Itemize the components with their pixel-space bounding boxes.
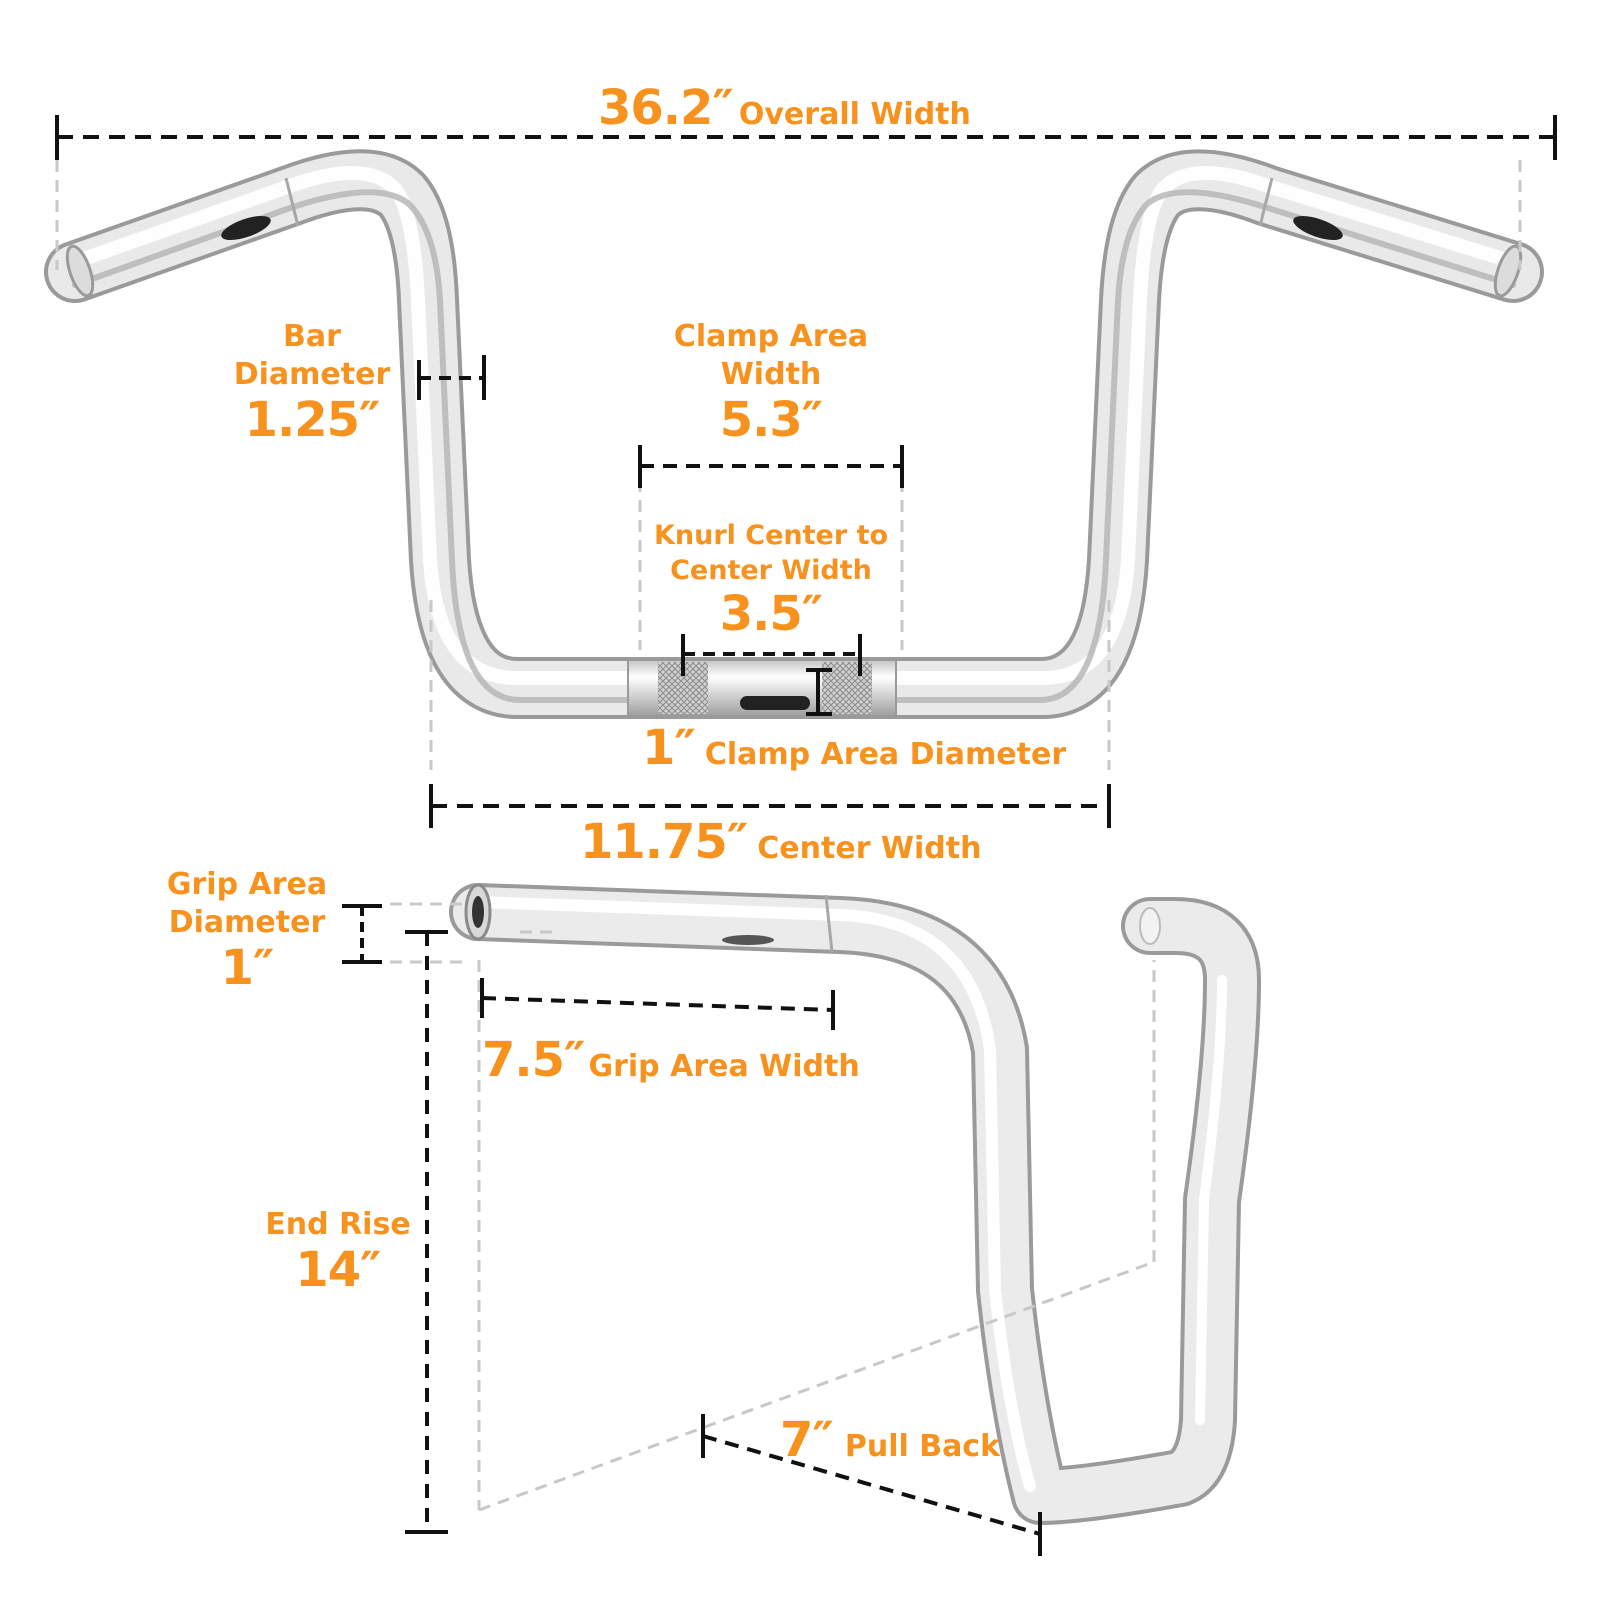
knurl-width-line2: Center Width: [670, 555, 872, 586]
grip-area-width-text: Grip Area Width: [588, 1049, 860, 1084]
grip-area-diameter-label: Grip Area Diameter 1″: [162, 867, 332, 996]
end-rise-line1: End Rise: [265, 1207, 411, 1242]
guide-lines: [55, 160, 1522, 1512]
overall-width-text: Overall Width: [738, 97, 971, 132]
overall-width-label: 36.2″ Overall Width: [598, 84, 971, 132]
grip-area-diameter-line2: Diameter: [168, 905, 326, 940]
knurl-width-value: 3.5″: [719, 586, 823, 642]
grip-area-diameter-value: 1″: [220, 940, 275, 996]
clamp-area-width-line1: Clamp Area: [673, 319, 869, 354]
knurl-width-line1: Knurl Center to: [653, 520, 889, 551]
clamp-area-diameter-text: Clamp Area Diameter: [704, 737, 1067, 772]
handlebar-front-view: [44, 149, 1544, 719]
clamp-area-diameter-value: 1″: [642, 720, 696, 776]
bar-diameter-label: Bar Diameter 1.25″: [232, 319, 392, 448]
end-rise-label: End Rise 14″: [258, 1207, 418, 1298]
pull-back-text: Pull Back: [844, 1429, 1001, 1464]
clamp-area-width-line2: Width: [720, 357, 822, 392]
knurl-width-label: Knurl Center to Center Width 3.5″: [651, 522, 891, 638]
center-width-label: 11.75″ Center Width: [580, 818, 981, 866]
center-width-value: 11.75″: [580, 814, 748, 870]
grip-area-width-value: 7.5″: [482, 1032, 585, 1088]
bar-diameter-line1: Bar: [283, 319, 341, 354]
bar-diameter-value: 1.25″: [244, 392, 381, 448]
center-width-text: Center Width: [757, 831, 982, 866]
grip-area-diameter-line1: Grip Area: [166, 867, 328, 902]
grip-area-width-label: 7.5″ Grip Area Width: [482, 1036, 860, 1084]
pull-back-value: 7″: [780, 1412, 834, 1468]
clamp-area-width-label: Clamp Area Width 5.3″: [666, 319, 876, 448]
overall-width-value: 36.2″: [598, 80, 734, 136]
dimension-lines: [55, 115, 1557, 1556]
clamp-area-width-value: 5.3″: [719, 392, 823, 448]
handlebar-side-view: [449, 883, 1261, 1525]
clamp-area-diameter-label: 1″ Clamp Area Diameter: [642, 724, 1066, 772]
pull-back-label: 7″ Pull Back: [780, 1416, 1000, 1464]
end-rise-value: 14″: [295, 1242, 381, 1298]
bar-diameter-line2: Diameter: [233, 357, 391, 392]
